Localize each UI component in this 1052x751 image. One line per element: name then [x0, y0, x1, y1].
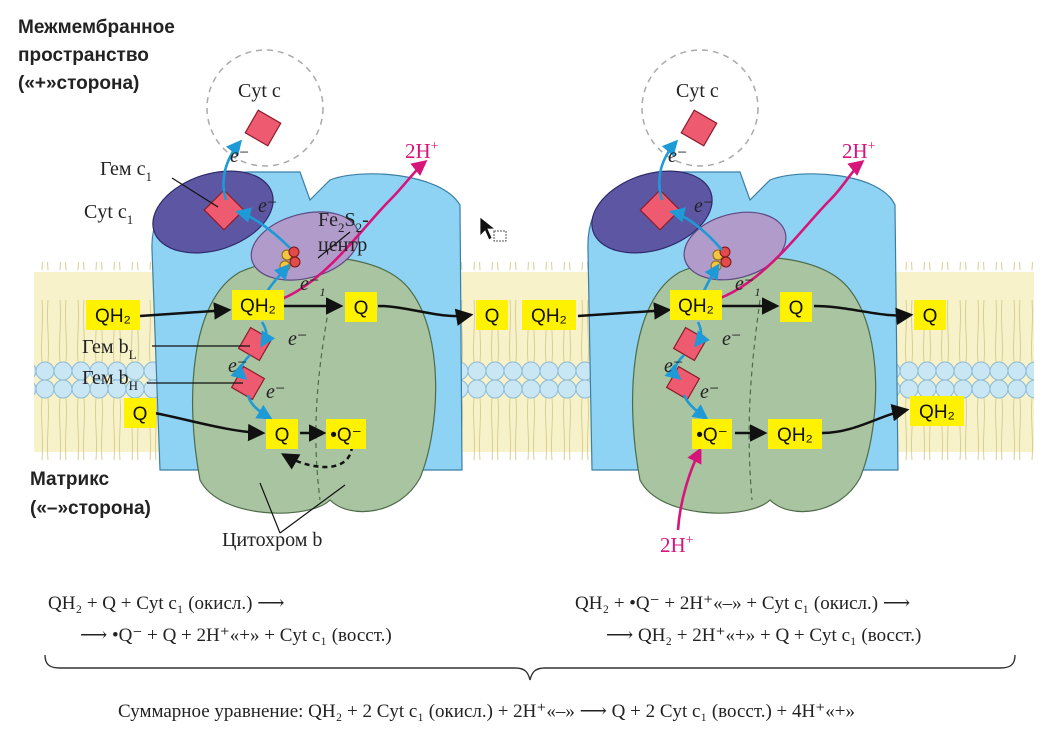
svg-text:Q: Q [133, 404, 148, 425]
equation-2-line-1: QH₂ + •Q⁻ + 2H⁺«–» + Cyt c₁ (окисл.) ⟶ [575, 593, 911, 614]
fes-label: Fe2S2- [318, 209, 369, 235]
svg-text:Q: Q [275, 425, 290, 446]
svg-text:•Q⁻: •Q⁻ [696, 425, 727, 446]
e-label-cyt-2: e⁻ [668, 145, 687, 167]
e1-label-1: e⁻1 [300, 273, 325, 299]
svg-text:Q: Q [789, 298, 804, 319]
e-label-q-1: e⁻ [266, 381, 285, 403]
heme-bh-label: Гем bH [82, 367, 138, 393]
fes-center-label: центр [318, 234, 367, 256]
heme-cyt-c-2 [680, 109, 718, 147]
q-box-lower-1: Q [266, 419, 298, 449]
q-radical-box-1: •Q⁻ [326, 419, 366, 449]
heme-bl-label: Гем bL [82, 336, 137, 362]
summary-equation: Суммарное уравнение: QH₂ + 2 Cyt c₁ (оки… [118, 701, 855, 722]
heme-cyt-c-1 [244, 109, 282, 147]
e-label-bl-2: e⁻ [722, 328, 741, 350]
qh2-box-lower-2: QH₂ [768, 419, 822, 449]
svg-text:QH₂: QH₂ [531, 306, 567, 327]
qh2-box-out-2: QH₂ [910, 396, 964, 426]
svg-text:QH₂: QH₂ [777, 425, 813, 446]
e-label-bh-2: e⁻ [664, 355, 683, 377]
q-box-center-1: Q [345, 292, 377, 322]
summary-brace [44, 654, 1016, 681]
intermembrane-label-1: Межмембранное [18, 17, 175, 38]
proton-out-label-1: 2H+ [405, 139, 439, 163]
svg-text:Q: Q [354, 298, 369, 319]
cytochrome-b-label: Цитохром b [222, 529, 322, 551]
e-label-bh-1: e⁻ [228, 355, 247, 377]
e-label-bl-1: e⁻ [288, 328, 307, 350]
e1-label-2: e⁻1 [735, 273, 760, 299]
equation-1-line-1: QH₂ + Q + Cyt c₁ (окисл.) ⟶ [48, 593, 285, 614]
mouse-pointer-icon [479, 216, 507, 242]
matrix-label-1: Матрикс [30, 469, 109, 490]
intermembrane-label-3: («+»сторона) [18, 73, 139, 94]
q-box-center-2: Q [780, 292, 812, 322]
cyt-c-halo-1 [206, 49, 324, 167]
svg-text:QH₂: QH₂ [240, 296, 276, 317]
heme-c1-label: Гем c1 [100, 158, 152, 184]
equation-1-line-2: ⟶ •Q⁻ + Q + 2H⁺«+» + Cyt c₁ (восст.) [80, 625, 392, 646]
svg-text:QH₂: QH₂ [95, 306, 131, 327]
intermembrane-label-2: пространство [18, 45, 149, 66]
qh2-box-left-2: QH₂ [522, 300, 576, 330]
svg-text:Q: Q [485, 306, 500, 327]
black-arrows-cycle2 [577, 297, 914, 442]
electron-arrows-cycle1 [222, 139, 291, 420]
qh2-box-center-2: QH₂ [670, 290, 722, 320]
q-box-out-1: Q [476, 300, 508, 330]
equation-2-line-2: ⟶ QH₂ + 2H⁺«+» + Q + Cyt c₁ (восст.) [606, 625, 922, 646]
cyt-c-halo-2 [641, 49, 759, 167]
qh2-box-left-1: QH₂ [86, 300, 140, 330]
e-label-cyt-1: e⁻ [230, 145, 249, 167]
black-arrows-cycle1 [139, 297, 474, 470]
e-label-q-2: e⁻ [700, 381, 719, 403]
proton-arrows [269, 160, 865, 531]
electron-arrows-cycle2 [658, 139, 723, 420]
q-radical-box-2: •Q⁻ [692, 419, 732, 449]
q-box-in-1: Q [124, 398, 156, 428]
cyt-c1-label: Cyt c1 [84, 201, 133, 227]
fes-protein-2 [683, 211, 787, 281]
cyt-c-label-1: Cyt c [238, 80, 281, 102]
e-label-c1-2: e⁻ [694, 195, 713, 217]
proton-in-label-2: 2H+ [660, 533, 694, 557]
svg-text:•Q⁻: •Q⁻ [330, 425, 361, 446]
svg-text:QH₂: QH₂ [678, 296, 714, 317]
svg-text:QH₂: QH₂ [919, 402, 955, 423]
proton-out-arrow-1 [269, 160, 428, 305]
q-box-out-2: Q [914, 300, 946, 330]
proton-in-arrow-2 [676, 447, 702, 531]
matrix-label-2: («–»сторона) [30, 498, 151, 519]
qh2-box-center-1: QH₂ [232, 290, 284, 320]
e-label-c1-1: e⁻ [258, 195, 277, 217]
cyt-c-label-2: Cyt c [676, 80, 719, 102]
proton-out-arrow-2 [704, 160, 865, 305]
protein-green-1 [191, 256, 437, 514]
heme-c1-1 [203, 189, 245, 231]
proton-out-label-2: 2H+ [842, 139, 876, 163]
svg-text:Q: Q [923, 306, 938, 327]
